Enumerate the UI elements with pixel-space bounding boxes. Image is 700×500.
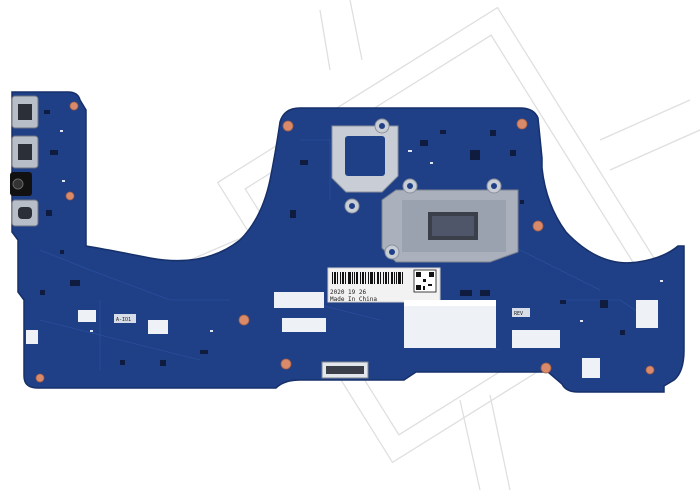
smd-components <box>40 110 625 366</box>
barcode <box>332 272 403 284</box>
white-label-pad-bottom-left <box>26 310 168 344</box>
white-label-pad-center <box>404 300 496 348</box>
side-label-text: A-IO1 <box>116 317 131 323</box>
bottom-connector <box>321 361 369 379</box>
audio-jack <box>10 172 32 196</box>
rev-label-text: REV <box>514 311 523 317</box>
usb-port-top <box>11 95 39 129</box>
mount-holes <box>35 101 655 383</box>
qr-code <box>413 269 437 293</box>
silkscreen-marks <box>60 130 663 332</box>
main-sticker <box>327 267 441 303</box>
usb-port-middle <box>11 135 39 169</box>
sticker-date-text: 2020 19 26 <box>330 289 367 296</box>
cpu-shield <box>381 178 519 263</box>
white-label-pad-right <box>512 300 658 378</box>
white-label-pad-left <box>274 292 326 332</box>
heatsink-bracket <box>331 118 399 214</box>
sticker-origin-text: Made In China <box>330 296 377 303</box>
usb-c-port <box>11 199 39 227</box>
